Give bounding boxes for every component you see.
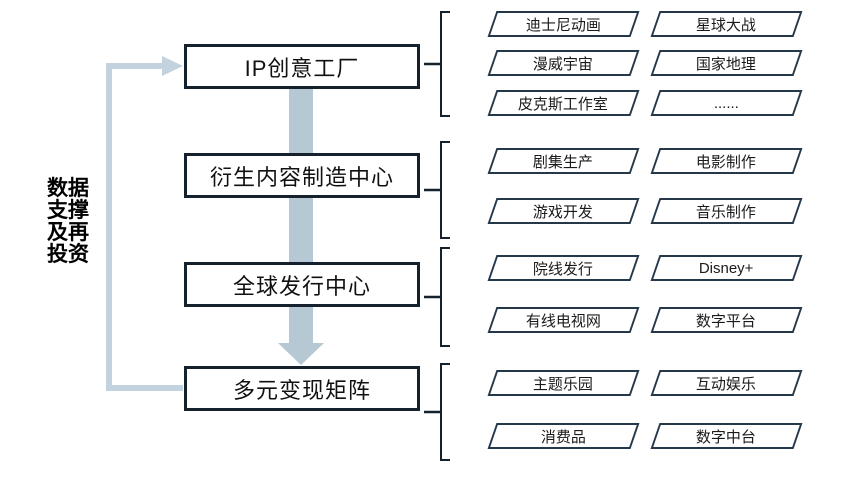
item-label: 数字中台 [696, 428, 757, 446]
stage-title: 多元变现矩阵 [232, 377, 371, 403]
item-parallelogram: 院线发行 [487, 255, 640, 281]
item-parallelogram: 游戏开发 [487, 198, 640, 224]
feedback-loop-label-line: 支撑 [47, 199, 89, 222]
item-parallelogram: Disney+ [650, 255, 803, 281]
item-label: 迪士尼动画 [525, 16, 601, 34]
item-label: 有线电视网 [525, 312, 601, 330]
item-label: 院线发行 [533, 260, 594, 278]
item-label: 国家地理 [696, 55, 757, 73]
stage-title: 全球发行中心 [232, 273, 371, 299]
item-parallelogram: 漫威宇宙 [487, 50, 640, 76]
item-parallelogram: 皮克斯工作室 [487, 90, 640, 116]
item-parallelogram: 数字平台 [650, 307, 803, 333]
item-label: 数字平台 [696, 312, 757, 330]
feedback-loop-label-line: 投资 [47, 243, 89, 266]
feedback-loop-arrowhead [162, 56, 183, 76]
item-label: 剧集生产 [533, 153, 594, 171]
item-label: 消费品 [540, 428, 586, 446]
item-parallelogram: ...... [650, 90, 803, 116]
item-label: 互动娱乐 [696, 375, 757, 393]
stage-title: 衍生内容制造中心 [209, 164, 394, 190]
stage-bracket-3 [440, 247, 450, 347]
item-label: 游戏开发 [533, 203, 594, 221]
feedback-loop-label-line: 数据 [47, 177, 89, 200]
item-parallelogram: 互动娱乐 [650, 370, 803, 396]
stage-bracket-1 [440, 11, 450, 117]
item-parallelogram: 主题乐园 [487, 370, 640, 396]
item-parallelogram: 有线电视网 [487, 307, 640, 333]
item-label: Disney+ [699, 259, 754, 277]
item-parallelogram: 国家地理 [650, 50, 803, 76]
item-parallelogram: 迪士尼动画 [487, 11, 640, 37]
item-label: 电影制作 [696, 153, 757, 171]
item-label: 皮克斯工作室 [518, 95, 609, 113]
feedback-loop-label: 数据 支撑 及再 投资 [38, 178, 98, 266]
item-label: 漫威宇宙 [533, 55, 594, 73]
item-label: 主题乐园 [533, 375, 594, 393]
stage-box-derivative-content-center: 衍生内容制造中心 [184, 153, 420, 198]
item-parallelogram: 星球大战 [650, 11, 803, 37]
stage-box-monetization-matrix: 多元变现矩阵 [184, 366, 420, 411]
stage-bracket-2 [440, 141, 450, 239]
item-parallelogram: 音乐制作 [650, 198, 803, 224]
feedback-loop-line [106, 63, 183, 391]
item-parallelogram: 数字中台 [650, 423, 803, 449]
stage-title: IP创意工厂 [244, 55, 360, 81]
item-parallelogram: 电影制作 [650, 148, 803, 174]
stage-box-ip-creative-factory: IP创意工厂 [184, 44, 420, 89]
stage-bracket-4 [440, 363, 450, 461]
item-label: 星球大战 [696, 16, 757, 34]
flow-arrow-head [278, 343, 324, 365]
feedback-loop-label-line: 及再 [47, 221, 89, 244]
item-label: 音乐制作 [696, 203, 757, 221]
item-parallelogram: 消费品 [487, 423, 640, 449]
item-parallelogram: 剧集生产 [487, 148, 640, 174]
item-label: ...... [713, 94, 739, 112]
stage-box-global-distribution-center: 全球发行中心 [184, 262, 420, 307]
